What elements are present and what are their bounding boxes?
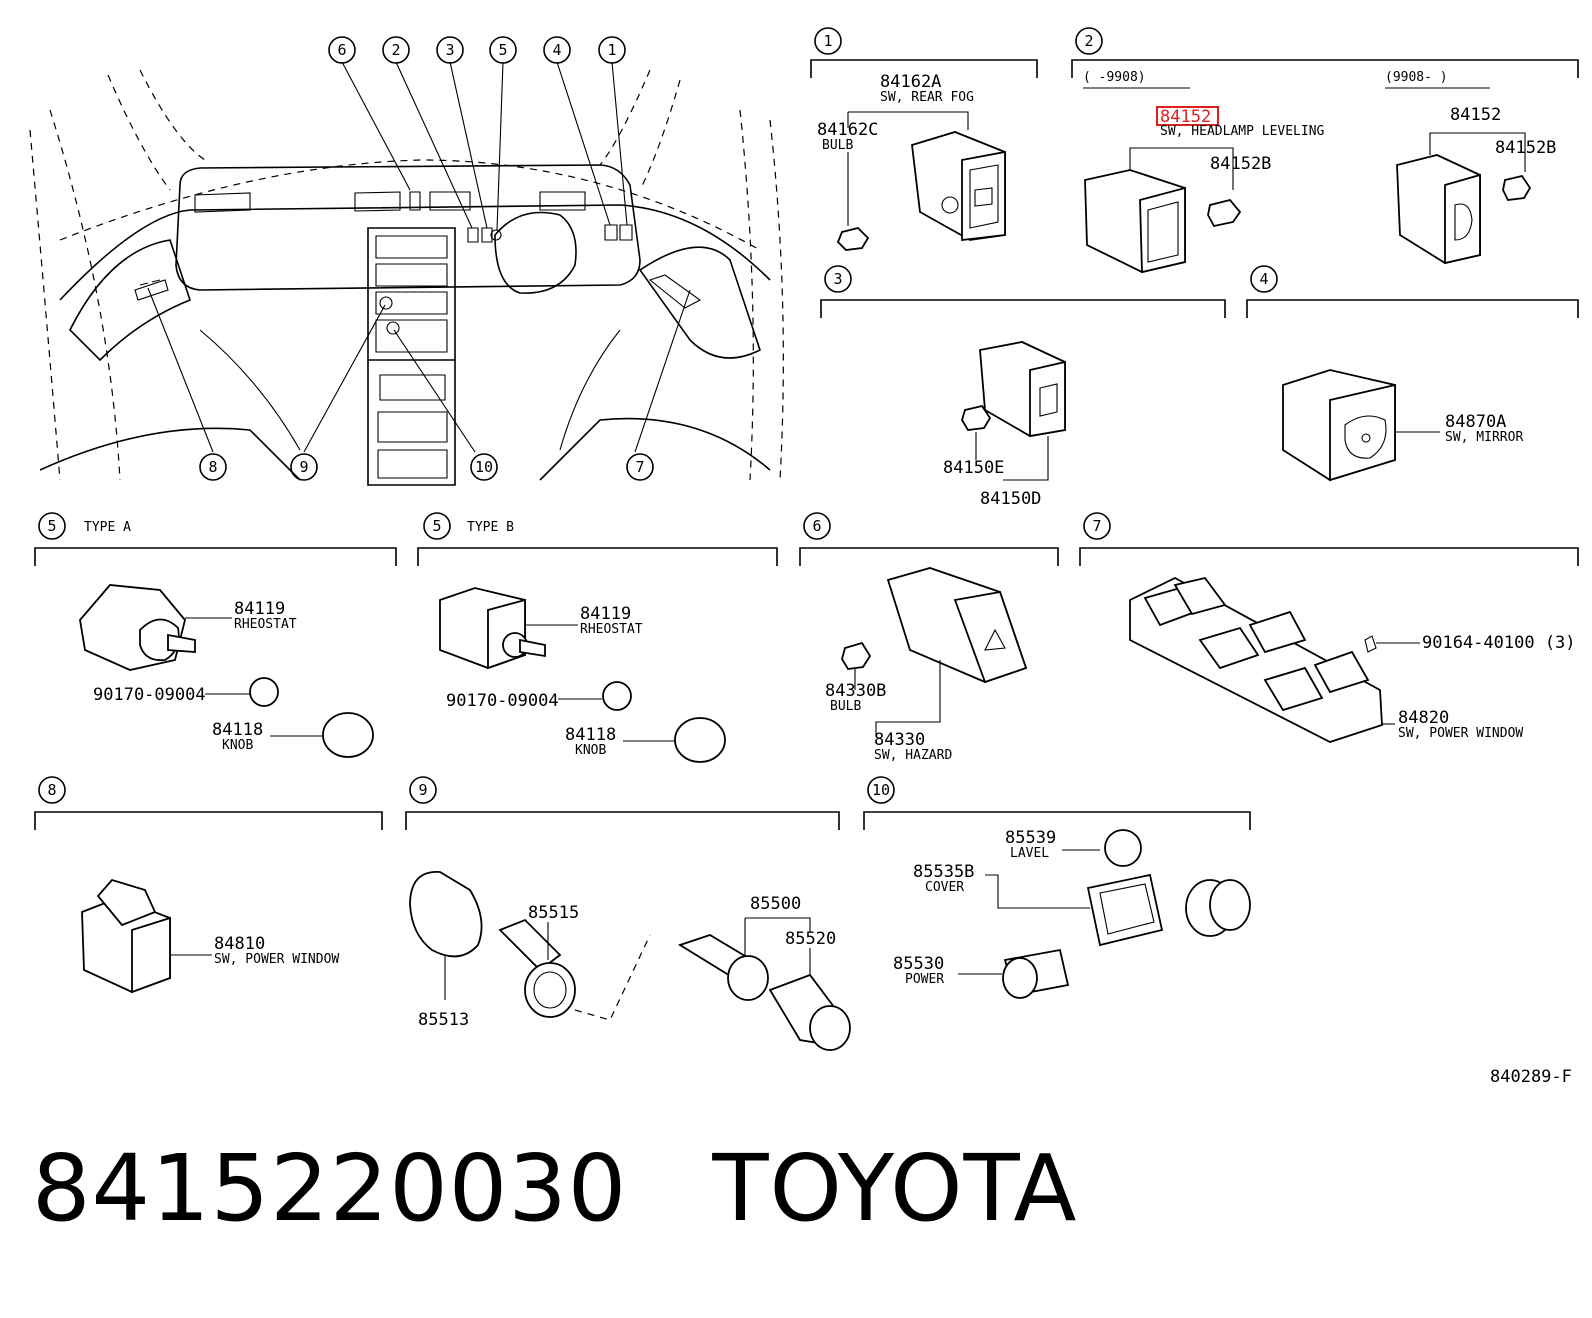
svg-text:3: 3	[445, 41, 454, 59]
svg-text:84150D: 84150D	[980, 489, 1041, 509]
svg-text:SW, REAR FOG: SW, REAR FOG	[880, 90, 974, 105]
svg-text:RHEOSTAT: RHEOSTAT	[234, 617, 297, 632]
svg-text:85535B: 85535B	[913, 862, 974, 882]
callout-7-bottom: 7	[626, 453, 654, 481]
svg-text:84820: 84820	[1398, 708, 1449, 728]
svg-text:84870A: 84870A	[1445, 412, 1506, 432]
svg-text:84119: 84119	[234, 599, 285, 619]
dashboard-overview	[29, 61, 784, 486]
svg-text:85513: 85513	[418, 1010, 469, 1030]
section-5-type-b: 5 TYPE B 84119 RHEOSTAT 90170-09004 8411…	[417, 512, 778, 763]
svg-text:6: 6	[812, 517, 821, 535]
callout-8-bottom: 8	[199, 453, 227, 481]
svg-text:1: 1	[607, 41, 616, 59]
callout-4-top: 4	[543, 36, 571, 64]
svg-text:2: 2	[391, 41, 400, 59]
svg-text:POWER: POWER	[905, 972, 944, 987]
svg-text:SW, POWER WINDOW: SW, POWER WINDOW	[1398, 726, 1523, 741]
svg-text:84330: 84330	[874, 730, 925, 750]
svg-text:KNOB: KNOB	[575, 743, 606, 758]
section-7-power-window-master: 7 90164-40100 (3) 84820 SW, POWER WINDOW	[1079, 512, 1579, 743]
main-bottom-callouts: 8 9 10 7	[199, 453, 654, 481]
svg-text:85515: 85515	[528, 903, 579, 923]
svg-text:5: 5	[47, 517, 56, 535]
svg-text:LAVEL: LAVEL	[1010, 846, 1049, 861]
svg-text:85520: 85520	[785, 929, 836, 949]
svg-text:84150E: 84150E	[943, 458, 1004, 478]
svg-text:BULB: BULB	[830, 699, 861, 714]
svg-text:7: 7	[1092, 517, 1101, 535]
section-1-rear-fog: 1 84162A SW, REAR FOG 84162C BULB	[810, 27, 1038, 251]
svg-text:84152B: 84152B	[1495, 138, 1556, 158]
svg-text:9: 9	[299, 458, 308, 476]
svg-text:SW, HEADLAMP LEVELING: SW, HEADLAMP LEVELING	[1160, 124, 1325, 139]
section-3-switch: 3 84150E 84150D	[820, 265, 1226, 509]
svg-text:4: 4	[1259, 270, 1268, 288]
svg-text:85539: 85539	[1005, 828, 1056, 848]
svg-text:84152: 84152	[1450, 105, 1501, 125]
footer-caption: 8415220030 TOYOTA	[32, 1135, 1163, 1242]
svg-text:84152B: 84152B	[1210, 154, 1271, 174]
footer-brand: TOYOTA	[712, 1135, 1078, 1242]
svg-text:84162C: 84162C	[817, 120, 878, 140]
callout-5-top: 5	[489, 36, 517, 64]
svg-text:85500: 85500	[750, 894, 801, 914]
svg-text:84162A: 84162A	[880, 72, 941, 92]
section-2-headlamp-leveling: 2 ( -9908) (9908- ) 84152 SW, HEADLAMP L…	[1071, 27, 1579, 274]
svg-text:84330B: 84330B	[825, 681, 886, 701]
svg-text:BULB: BULB	[822, 138, 853, 153]
callout-2-top: 2	[382, 36, 410, 64]
section-8-power-window: 8 84810 SW, POWER WINDOW	[34, 776, 383, 994]
svg-text:( -9908): ( -9908)	[1083, 70, 1146, 85]
svg-text:TYPE B: TYPE B	[467, 520, 514, 535]
svg-text:8: 8	[208, 458, 217, 476]
main-top-callouts: 6 2 3 5 4 1	[328, 36, 626, 64]
svg-text:6: 6	[337, 41, 346, 59]
svg-text:90170-09004: 90170-09004	[446, 691, 559, 711]
svg-text:1: 1	[823, 32, 832, 50]
svg-text:84810: 84810	[214, 934, 265, 954]
callout-10-bottom: 10	[470, 453, 498, 481]
svg-text:8: 8	[47, 781, 56, 799]
svg-text:2: 2	[1084, 32, 1093, 50]
section-6-hazard: 6 84330B BULB 84330 SW, HAZARD	[799, 512, 1059, 763]
svg-text:KNOB: KNOB	[222, 738, 253, 753]
section-4-mirror: 4 84870A SW, MIRROR	[1246, 265, 1579, 482]
svg-text:9: 9	[418, 781, 427, 799]
svg-text:SW, MIRROR: SW, MIRROR	[1445, 430, 1523, 445]
svg-text:84118: 84118	[565, 725, 616, 745]
svg-text:COVER: COVER	[925, 880, 964, 895]
svg-text:(9908- ): (9908- )	[1385, 70, 1448, 85]
svg-text:5: 5	[432, 517, 441, 535]
highlighted-part-number: 84152	[1160, 107, 1211, 127]
svg-text:10: 10	[872, 781, 890, 799]
svg-text:10: 10	[475, 458, 493, 476]
svg-text:SW, HAZARD: SW, HAZARD	[874, 748, 952, 763]
svg-text:90164-40100 (3): 90164-40100 (3)	[1422, 633, 1576, 653]
callout-6-top: 6	[328, 36, 356, 64]
callout-9-bottom: 9	[290, 453, 318, 481]
svg-text:84119: 84119	[580, 604, 631, 624]
svg-text:RHEOSTAT: RHEOSTAT	[580, 622, 643, 637]
svg-text:85530: 85530	[893, 954, 944, 974]
svg-text:5: 5	[498, 41, 507, 59]
highlight-box	[1156, 106, 1219, 126]
svg-text:7: 7	[635, 458, 644, 476]
svg-text:4: 4	[552, 41, 561, 59]
svg-text:3: 3	[833, 270, 842, 288]
callout-1-top: 1	[598, 36, 626, 64]
section-10-power-outlet: 10 85539 LAVEL 85535B COVER 85530 POWER	[863, 776, 1251, 999]
diagram-code: 840289-F	[1490, 1067, 1572, 1087]
callout-3-top: 3	[436, 36, 464, 64]
svg-text:84118: 84118	[212, 720, 263, 740]
section-5-type-a: 5 TYPE A 84119 RHEOSTAT 90170-09004 8411…	[34, 512, 397, 758]
svg-text:TYPE A: TYPE A	[84, 520, 131, 535]
section-9-lighter: 9 85513 85515 85500 85520	[405, 776, 851, 1051]
footer-part-number: 8415220030	[32, 1135, 628, 1242]
svg-text:SW, POWER WINDOW: SW, POWER WINDOW	[214, 952, 339, 967]
svg-text:90170-09004: 90170-09004	[93, 685, 206, 705]
